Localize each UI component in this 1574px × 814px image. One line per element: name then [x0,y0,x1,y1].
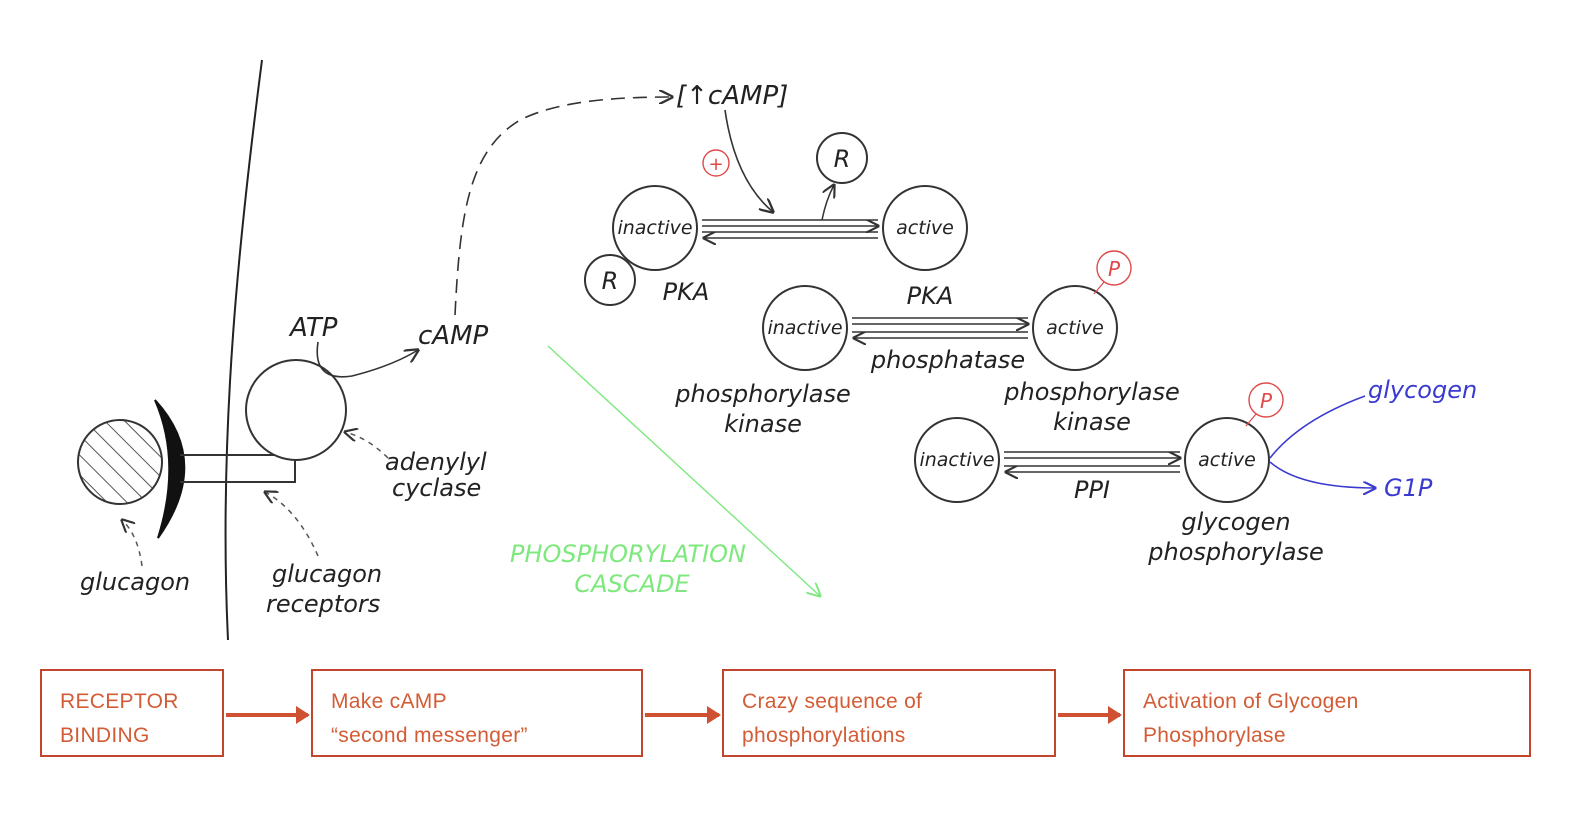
phosphorylase-enzyme-label: phosphorylase [1147,538,1323,566]
phosphorylase-active-node [1184,417,1270,503]
step-box-make-camp: Make cAMP “second messenger” [311,669,643,757]
step-2-line-2: “second messenger” [331,724,528,747]
step-1-line-2: BINDING [60,724,150,747]
phosphate-phosphorylase [1248,382,1284,418]
step-1-line-1: RECEPTOR [60,690,179,713]
kinase-active-node [1032,285,1118,371]
g1p-arrow [1269,461,1375,488]
phosphorylase-label-right: phosphorylase [1003,378,1179,406]
step-3-line-1: Crazy sequence of [742,690,923,713]
cascade-label-1: PHOSPHORYLATION [510,540,746,568]
step-3-line-2: phosphorylations [742,724,906,747]
plus-label: + [708,154,723,175]
pointer-cyclase [345,432,389,459]
glycogen-branch [1269,395,1366,459]
phosphorylase-phosphate-link [1245,413,1257,427]
kinase-inactive-label: inactive [767,317,842,339]
step-4-line-2: Phosphorylase [1143,724,1286,747]
kinase-active-label: active [1046,317,1104,339]
phosphate-kinase [1096,250,1132,286]
atp-to-camp-arrow [316,341,418,378]
flow-arrow-2 [645,706,721,724]
p-label-phosphorylase: P [1260,389,1273,413]
kinase-label-left: kinase [724,410,802,438]
r-label-bound: R [602,267,619,295]
step-2-line-1: Make cAMP [331,690,447,713]
cascade-label-2: CASCADE [574,570,690,598]
pka-regulatory-bound [584,254,636,306]
cascade-arrow [547,345,820,596]
pka-inactive-label: inactive [617,217,692,239]
pka-label-left: PKA [663,278,710,306]
pka-active-node [882,185,968,271]
pka-inactive-node [612,185,698,271]
kinase-phosphate-link [1093,281,1105,295]
kinase-inactive-node [762,285,848,371]
pka-active-label: active [896,217,954,239]
atp-label: ATP [288,313,338,343]
adenylyl-cyclase [245,359,347,461]
glucagon-molecule [77,419,163,505]
flow-arrow-3 [1058,706,1122,724]
pointer-glucagon [122,520,143,567]
glycogen-product-label: glycogen [1368,376,1477,404]
glucagon-receptors-label-2: receptors [266,590,380,618]
phosphorylase-label-left: phosphorylase [674,380,850,408]
r-label-released: R [834,145,851,173]
phosphatase-label: phosphatase [870,346,1025,374]
adenylyl-label: adenylyl [385,448,487,476]
step-box-receptor-binding: RECEPTOR BINDING [40,669,224,757]
camp-to-pka-arrow [724,109,773,212]
ppi-label: PPI [1074,476,1110,504]
glucagon-receptors-label-1: glucagon [272,560,382,588]
phosphorylase-inactive-label: inactive [919,449,994,471]
plus-symbol [702,149,730,177]
pointer-receptors [265,492,319,557]
pka-label-right: PKA [907,282,954,310]
glycogen-enzyme-label: glycogen [1181,508,1290,536]
glucagon-receptor-cup [154,399,186,539]
cyclase-label: cyclase [392,474,481,502]
camp-rise-arrow [454,97,672,316]
step-box-phosphorylations: Crazy sequence of phosphorylations [722,669,1056,757]
g1p-product-label: G1P [1384,474,1433,502]
p-label-kinase: P [1108,257,1121,281]
phosphorylase-inactive-node [914,417,1000,503]
phosphorylase-active-label: active [1198,449,1256,471]
kinase-label-right: kinase [1053,408,1131,436]
cell-membrane [224,59,263,641]
step-box-glycogen-phosphorylase: Activation of Glycogen Phosphorylase [1123,669,1531,757]
step-4-line-1: Activation of Glycogen [1143,690,1359,713]
glucagon-label: glucagon [80,568,190,596]
r-release-arrow [821,185,834,221]
flow-arrow-1 [226,706,310,724]
pka-regulatory-released [816,132,868,184]
camp-up-label: [↑cAMP] [676,81,788,111]
receptor-stalk [180,454,296,483]
camp-label: cAMP [418,321,489,351]
